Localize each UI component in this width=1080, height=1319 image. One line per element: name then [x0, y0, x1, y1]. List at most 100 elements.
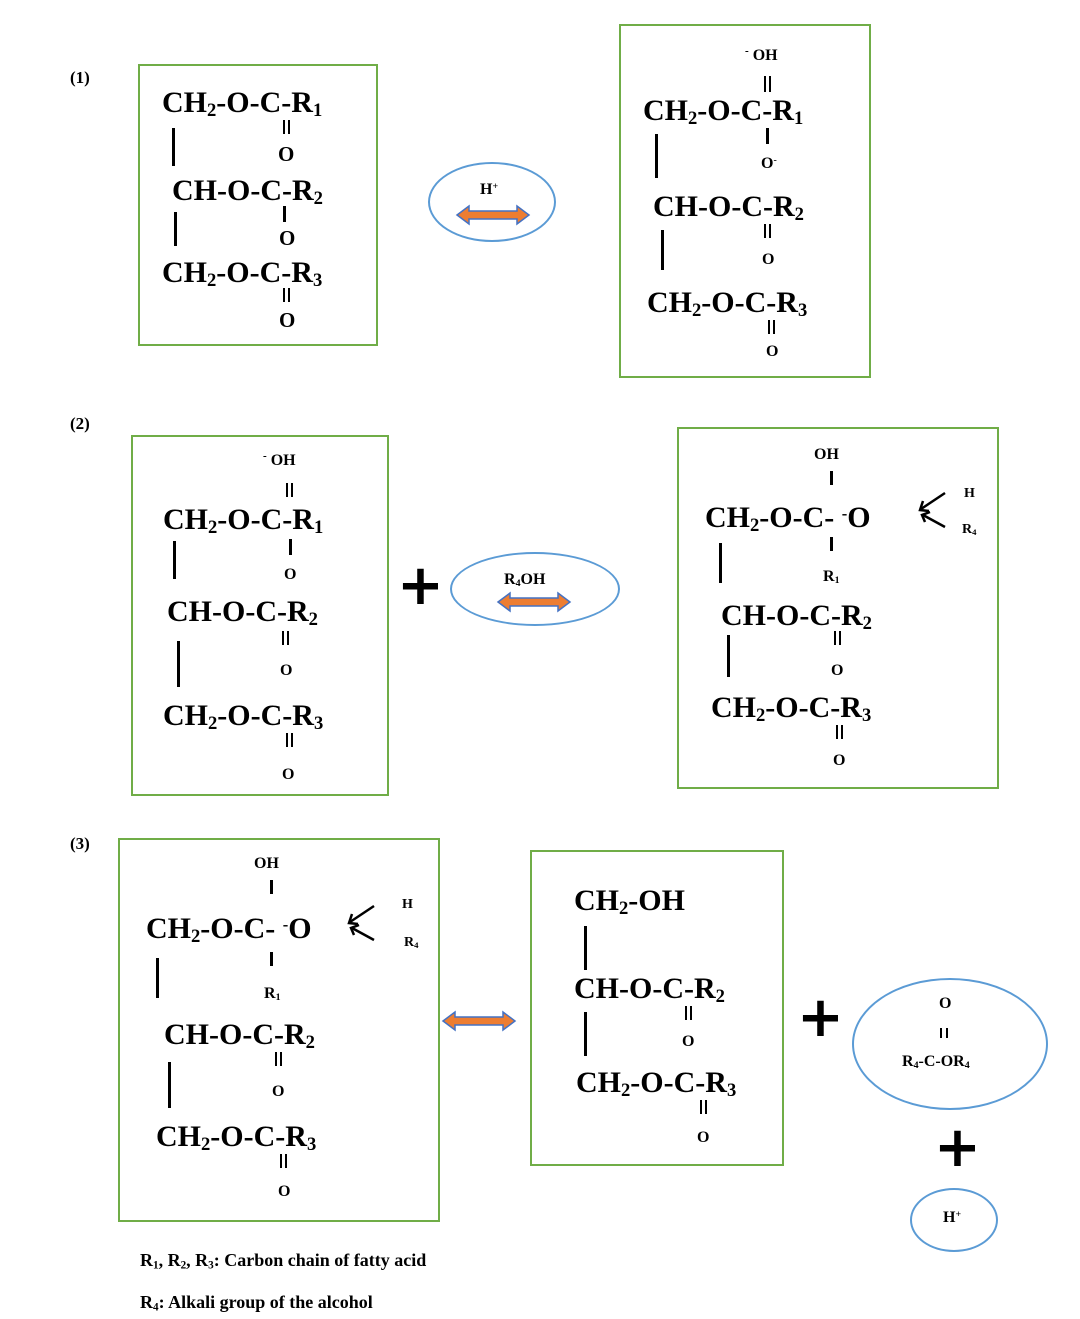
protonated-row-1: CH2-O-C-R1	[643, 94, 804, 130]
double-bond	[283, 288, 290, 302]
oxygen-atom: O	[284, 566, 297, 583]
step2-protonated-box: - OH CH2-O-C-R1 O CH-O-C-R2 O CH2-O-C-R3…	[131, 435, 389, 796]
single-bond	[270, 880, 273, 894]
backbone-bond	[655, 134, 658, 178]
oxygen-atom: O	[278, 142, 295, 166]
oxygen-atom: O	[682, 1033, 695, 1050]
double-bond	[764, 224, 771, 238]
double-bond	[940, 1028, 948, 1038]
intermediate-row-1: CH2-O-C- -O	[146, 912, 312, 948]
backbone-bond	[172, 128, 175, 166]
backbone-bond	[173, 541, 176, 579]
ester-carbonyl-oxygen: O	[939, 995, 952, 1012]
oxygen-atom: O	[697, 1129, 710, 1146]
oxygen-atom: O	[766, 343, 779, 360]
oxygen-atom: O	[279, 226, 296, 250]
double-bond	[280, 1154, 287, 1168]
alcohol-label: R4OH	[504, 571, 546, 590]
attack-arrows	[347, 904, 375, 942]
h-plus-label: H+	[480, 181, 499, 198]
hydroxide-label: - OH	[263, 450, 296, 469]
diglyceride-row-1: CH2-OH	[574, 884, 685, 920]
oxygen-atom: O	[272, 1083, 285, 1100]
intermediate-row-2: CH-O-C-R2	[721, 599, 872, 635]
double-bond	[834, 631, 841, 645]
single-bond	[830, 537, 833, 551]
equilibrium-arrow	[441, 1010, 517, 1032]
double-bond	[283, 120, 290, 134]
single-bond	[766, 128, 769, 144]
backbone-bond	[584, 1012, 587, 1056]
double-bond	[286, 483, 293, 497]
backbone-bond	[719, 543, 722, 583]
ester-ellipse	[852, 978, 1048, 1110]
backbone-bond	[174, 212, 177, 246]
protonated-row-1: CH2-O-C-R1	[163, 503, 324, 539]
alkyl-r1-label: R1	[823, 568, 840, 587]
equilibrium-arrow	[496, 591, 572, 613]
backbone-bond	[661, 230, 664, 270]
legend-alcohol: R4: Alkali group of the alcohol	[140, 1292, 373, 1314]
hydroxide-label: - OH	[745, 45, 778, 64]
step-1-label: (1)	[70, 68, 90, 87]
triglyceride-row-1: CH2-O-C-R1	[162, 86, 323, 122]
intermediate-row-2: CH-O-C-R2	[164, 1018, 315, 1054]
triglyceride-row-2: CH-O-C-R2	[172, 174, 323, 210]
intermediate-row-1: CH2-O-C- -O	[705, 501, 871, 537]
single-bond	[830, 471, 833, 485]
protonated-row-3: CH2-O-C-R3	[647, 286, 808, 322]
step-3-label: (3)	[70, 834, 90, 853]
hydroxyl-label: OH	[814, 446, 839, 463]
oxygen-atom: O	[282, 766, 295, 783]
step2-intermediate-box: OH CH2-O-C- -O H R4 R1 CH-O-C-R2 O CH2-O…	[677, 427, 999, 789]
legend-fatty-acid: R1, R2, R3: Carbon chain of fatty acid	[140, 1250, 427, 1272]
attack-arrows	[918, 491, 946, 529]
backbone-bond	[584, 926, 587, 970]
equilibrium-arrow	[455, 204, 531, 226]
ester-label: R4-C-OR4	[902, 1053, 970, 1072]
plus-sign: +	[797, 985, 844, 1050]
alkyl-r4-label: R4	[404, 935, 419, 950]
step3-diglyceride-box: CH2-OH CH-O-C-R2 O CH2-O-C-R3 O	[530, 850, 784, 1166]
backbone-bond	[168, 1062, 171, 1108]
alcohol-ellipse	[450, 552, 620, 626]
oxygen-atom: O	[278, 1183, 291, 1200]
plus-sign: +	[397, 553, 444, 618]
protonated-row-3: CH2-O-C-R3	[163, 699, 324, 735]
catalyst-ellipse	[428, 162, 556, 242]
alkyl-r1-label: R1	[264, 985, 281, 1004]
single-bond	[289, 539, 292, 555]
intermediate-row-3: CH2-O-C-R3	[156, 1120, 317, 1156]
oxide-label: O-	[761, 155, 777, 172]
step3-intermediate-box: OH CH2-O-C- -O H R4 R1 CH-O-C-R2 O CH2-O…	[118, 838, 440, 1222]
oxygen-atom: O	[280, 662, 293, 679]
hydroxyl-label: OH	[254, 855, 279, 872]
step-2-label: (2)	[70, 414, 90, 433]
hydrogen-label: H	[964, 486, 975, 501]
oxygen-atom: O	[831, 662, 844, 679]
single-bond	[270, 952, 273, 966]
oxygen-atom: O	[833, 752, 846, 769]
double-bond	[685, 1006, 692, 1020]
alkyl-r4-label: R4	[962, 522, 977, 537]
oxygen-atom: O	[279, 308, 296, 332]
hydrogen-label: H	[402, 897, 413, 912]
diglyceride-row-2: CH-O-C-R2	[574, 972, 725, 1008]
backbone-bond	[727, 635, 730, 677]
regenerated-h-plus-label: H+	[943, 1209, 962, 1226]
double-bond	[700, 1100, 707, 1114]
double-bond	[764, 76, 771, 92]
backbone-bond	[156, 958, 159, 998]
protonated-row-2: CH-O-C-R2	[653, 190, 804, 226]
single-bond	[283, 206, 286, 222]
double-bond	[286, 733, 293, 747]
double-bond	[836, 725, 843, 739]
triglyceride-row-3: CH2-O-C-R3	[162, 256, 323, 292]
double-bond	[768, 320, 775, 334]
double-bond	[275, 1052, 282, 1066]
double-bond	[282, 631, 289, 645]
step1-triglyceride-box: CH2-O-C-R1 O CH-O-C-R2 O CH2-O-C-R3 O	[138, 64, 378, 346]
oxygen-atom: O	[762, 251, 775, 268]
proton-ellipse	[910, 1188, 998, 1252]
plus-sign: +	[934, 1115, 981, 1180]
